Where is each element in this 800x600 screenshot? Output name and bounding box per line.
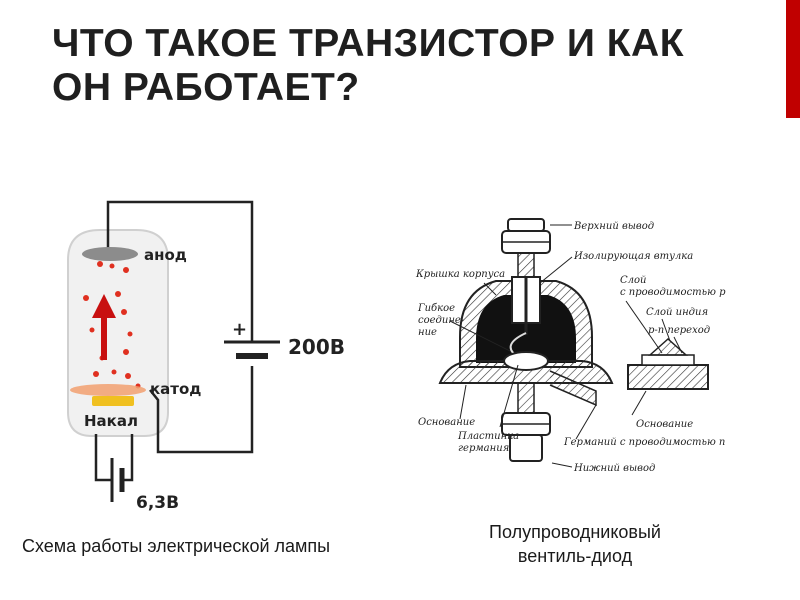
bottom-terminal-stem [517, 382, 535, 414]
label-plate-2: германия [458, 443, 509, 454]
label-pn-junction: р-п переход [648, 325, 710, 336]
electron-flow-arrowhead [92, 294, 116, 318]
anode-label: анод [144, 246, 187, 264]
label-indium-layer: Слой индия [646, 307, 708, 318]
germanium-plate [503, 351, 549, 371]
top-terminal-cap [507, 218, 545, 232]
lamp-caption: Схема работы электрической лампы [22, 536, 331, 556]
side-tab [549, 370, 597, 407]
label-flexible-1: Гибкое [417, 303, 455, 314]
diode-caption-line1: Полупроводниковый [489, 522, 661, 542]
label-insulating-sleeve: Изолирующая втулка [573, 251, 693, 262]
label-housing-cover: Крышка корпуса [415, 269, 505, 280]
heater-lead-left [94, 434, 112, 482]
heater-lead-right [122, 434, 134, 482]
slide-title: ЧТО ТАКОЕ ТРАНЗИСТОР И КАК ОН РАБОТАЕТ? [52, 22, 685, 109]
label-flexible-3: ние [418, 327, 437, 338]
cathode-wire [149, 366, 254, 454]
electron-cloud [83, 261, 141, 389]
heater-label: Накал [84, 412, 138, 430]
label-plate-1: Пластинка [457, 431, 519, 442]
label-flexible-2: соедине- [418, 315, 465, 326]
anode-plate [82, 247, 138, 261]
junction-layer [641, 354, 695, 366]
leader-lines [449, 224, 683, 468]
base-flange [438, 360, 614, 384]
voltage-200-label: 200В [288, 335, 345, 359]
label-bottom-lead: Нижний вывод [573, 463, 655, 474]
indium-drop [648, 337, 688, 356]
label-base-left: Основание [418, 417, 475, 428]
diode-caption: Полупроводниковый вентиль-диод [470, 520, 680, 568]
label-base-right: Основание [636, 419, 693, 430]
anode-wire [106, 200, 254, 342]
diode-caption-line2: вентиль-диод [517, 546, 633, 566]
semiconductor-diode-diagram: Верхний вывод Изолирующая втулка Крышка … [415, 218, 726, 474]
cathode-label: катод [150, 380, 201, 398]
label-germanium-n: Германий с проводимостью п [563, 437, 725, 448]
cathode-filament [92, 396, 134, 406]
vacuum-tube-diagram: + 200В анод катод Накал 6,3В [67, 200, 345, 513]
accent-bar [786, 0, 800, 118]
bottom-terminal-cap [509, 434, 543, 462]
cathode-glow [70, 384, 146, 396]
label-p-layer-2: с проводимостью р [620, 287, 726, 298]
top-terminal-stem [517, 252, 535, 278]
voltage-6-label: 6,3В [136, 493, 179, 513]
plus-sign: + [232, 319, 247, 340]
label-p-layer-1: Слой [620, 275, 646, 286]
label-top-lead: Верхний вывод [573, 221, 654, 232]
junction-base [627, 364, 709, 390]
